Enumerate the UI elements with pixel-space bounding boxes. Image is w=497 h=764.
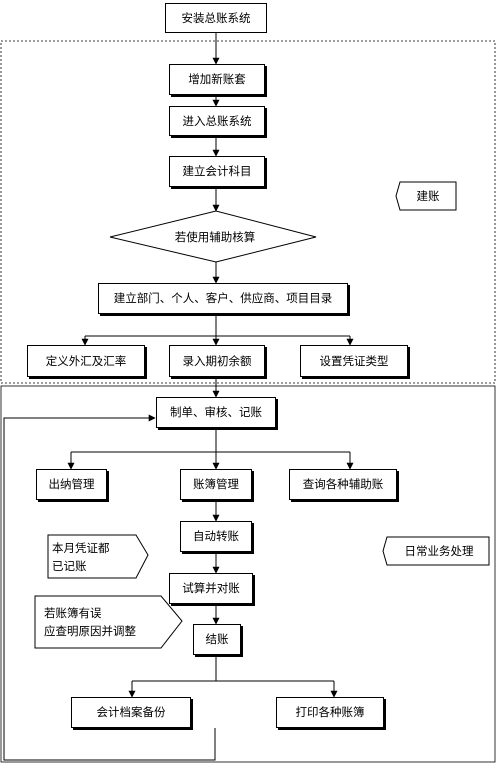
arrow-loop-back [3, 414, 216, 761]
use-aux-decision-label: 若使用辅助核算 [174, 229, 256, 244]
daily-tag-shape [382, 536, 490, 566]
define-fx-box: 定义外汇及汇率 [27, 345, 145, 377]
daily-section-frame [0, 385, 496, 763]
opening-balance-box: 录入期初余额 [169, 345, 265, 377]
setup-section-frame [0, 40, 496, 384]
cashier-box: 出纳管理 [36, 469, 107, 500]
add-account-set-box: 增加新账套 [169, 64, 265, 95]
make-voucher-box: 制单、审核、记账 [156, 397, 276, 428]
archive-backup-box: 会计档案备份 [71, 697, 191, 728]
error-callout-line-1: 若账簿有误 [44, 605, 102, 620]
decision-diamond [109, 210, 317, 263]
error-callout-text: 若账簿有误 应查明原因并调整 [44, 599, 164, 645]
setup-tag-shape [395, 181, 457, 211]
posted-callout-shape [47, 534, 149, 579]
close-period-box: 结账 [193, 624, 241, 655]
create-directories-box: 建立部门、个人、客户、供应商、项目目录 [98, 283, 348, 314]
create-subjects-box: 建立会计科目 [169, 156, 265, 187]
error-callout-line-2: 应查明原因并调整 [44, 624, 136, 638]
daily-section-label: 日常业务处理 [404, 543, 474, 558]
install-system-box: 安装总账系统 [165, 3, 267, 33]
setup-section-label: 建账 [416, 188, 440, 203]
print-ledgers-box: 打印各种账簿 [276, 697, 384, 728]
auto-transfer-box: 自动转账 [180, 521, 252, 552]
error-callout-shape [34, 595, 183, 649]
trial-balance-box: 试算并对账 [169, 573, 253, 604]
posted-callout-line-2: 已记账 [52, 559, 87, 573]
voucher-types-box: 设置凭证类型 [300, 345, 408, 377]
posted-callout-line-1: 本月凭证都 [52, 540, 110, 555]
ledger-management-box: 账簿管理 [180, 469, 252, 500]
posted-callout-text: 本月凭证都 已记账 [52, 538, 134, 576]
query-aux-box: 查询各种辅助账 [289, 469, 397, 500]
enter-system-box: 进入总账系统 [169, 106, 265, 136]
